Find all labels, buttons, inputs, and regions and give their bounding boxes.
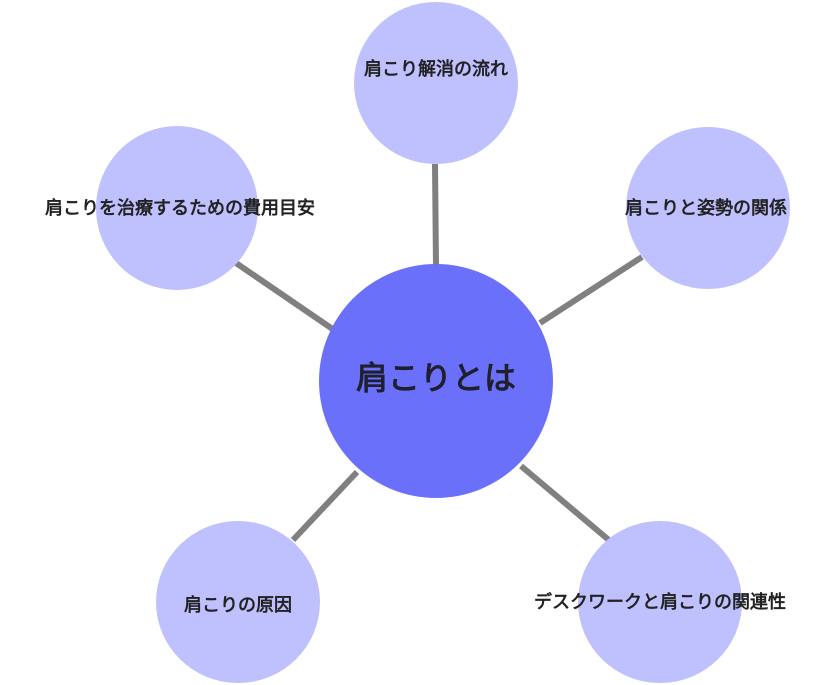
connector-lower-left <box>290 469 360 543</box>
node-lower-left <box>156 521 320 683</box>
node-lower-right <box>578 521 742 683</box>
center-title: 肩こりとは <box>355 359 517 397</box>
connector-upper-left <box>234 260 336 333</box>
connector-upper-right <box>538 254 644 326</box>
label-upper-right: 肩こりと姿勢の関係 <box>625 198 787 219</box>
connector-lower-right <box>519 463 612 544</box>
connector-top <box>432 163 439 267</box>
node-top <box>354 2 518 164</box>
label-upper-left: 肩こりを治療するための費用目安 <box>45 198 315 219</box>
node-upper-right <box>626 127 790 289</box>
label-lower-left: 肩こりの原因 <box>184 595 292 616</box>
node-center <box>319 264 553 498</box>
label-lower-right: デスクワークと肩こりの関連性 <box>534 592 786 613</box>
label-top: 肩こり解消の流れ <box>364 59 508 80</box>
node-upper-left <box>96 126 258 290</box>
